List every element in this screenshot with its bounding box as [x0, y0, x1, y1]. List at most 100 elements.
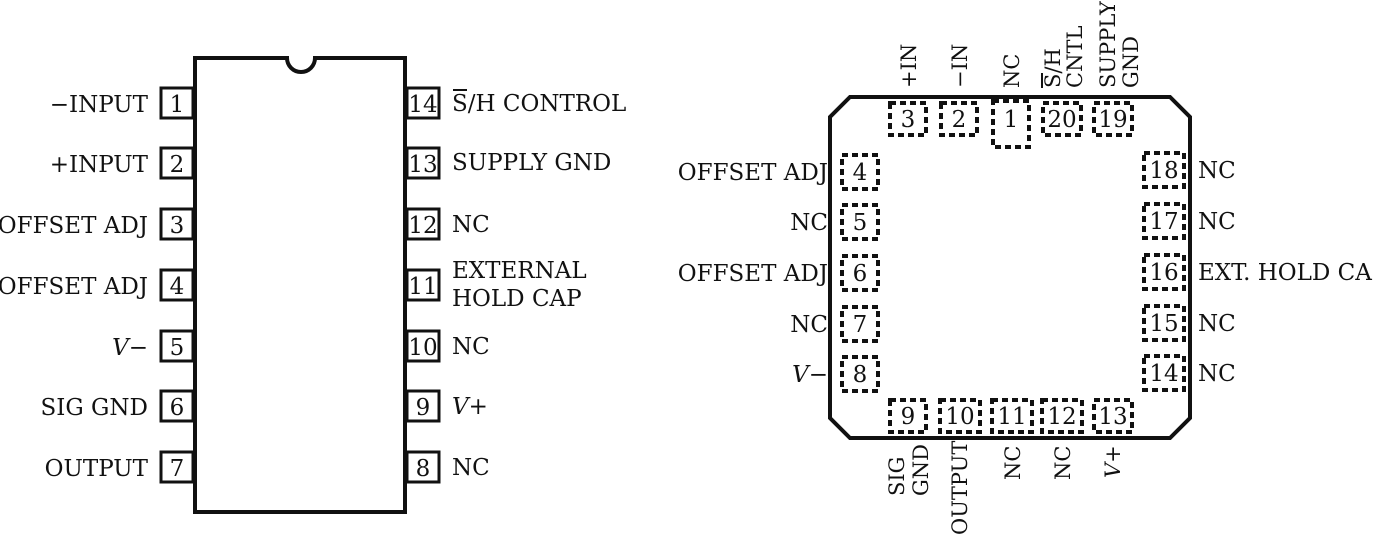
lcc-pin-label: V− — [792, 362, 828, 388]
dip-right-pin: 12 NC — [405, 207, 490, 241]
dip-pin-number: 14 — [408, 92, 437, 118]
lcc-bottom-pin: 9 SIG GND — [885, 398, 933, 496]
lcc-pin-label: NC — [1051, 446, 1075, 480]
lcc-pin-label: SUPPLY — [1096, 0, 1120, 88]
lcc-body — [828, 95, 1192, 440]
dip-pin-number: 11 — [408, 274, 437, 300]
lcc-pin-label: NC — [790, 312, 828, 338]
lcc-pin-number: 1 — [1004, 107, 1019, 133]
lcc-package: 3 +IN 2 −IN 1 NC 20 S/H CNTL 19 SUPPLY G… — [678, 0, 1373, 535]
lcc-pin-number: 10 — [945, 404, 974, 430]
lcc-pin-label: NC — [1198, 209, 1236, 235]
lcc-left-pin: 4 OFFSET ADJ — [678, 153, 880, 191]
dip-pin-label: OFFSET ADJ — [0, 213, 148, 239]
lcc-top-pin: 20 S/H CNTL — [1041, 26, 1087, 137]
dip-pin-number: 9 — [416, 395, 431, 421]
lcc-right-pin: 15 NC — [1142, 304, 1236, 342]
dip-pin-label: NC — [452, 334, 490, 360]
lcc-pin-label: NC — [1198, 311, 1236, 337]
lcc-pin-number: 4 — [853, 160, 868, 186]
lcc-pin-number: 17 — [1149, 209, 1178, 235]
dip-pin-number: 8 — [416, 456, 431, 482]
dip-pin-number: 5 — [170, 335, 185, 361]
lcc-pin-label-line2: GND — [909, 444, 933, 496]
lcc-pin-label: SIG — [885, 457, 909, 496]
lcc-top-pin: 1 NC — [991, 54, 1031, 149]
lcc-right-pin: 16 EXT. HOLD CAP — [1142, 253, 1373, 291]
dip-pin-label: SUPPLY GND — [452, 150, 611, 176]
lcc-left-pin: 7 NC — [790, 305, 880, 343]
lcc-pin-label: V+ — [1101, 445, 1125, 478]
lcc-pin-label: S/H — [1041, 48, 1065, 88]
lcc-bottom-pin: 12 NC — [1040, 398, 1084, 480]
dip-pin-number: 2 — [170, 152, 185, 178]
dip-left-pin: 7 OUTPUT — [45, 450, 195, 484]
lcc-pin-label: NC — [1198, 158, 1236, 184]
dip-pin-label: +INPUT — [50, 152, 149, 178]
dip-right-pin: 13 SUPPLY GND — [405, 146, 611, 180]
dip-pin-label: S/H CONTROL — [452, 91, 626, 117]
dip-right-pin: 8 NC — [405, 450, 490, 484]
lcc-bottom-pin: 13 V+ — [1092, 398, 1134, 478]
lcc-right-pin: 14 NC — [1142, 354, 1236, 392]
lcc-pin-label: +IN — [897, 44, 921, 88]
dip-pin-number: 1 — [170, 92, 185, 118]
dip-pin-number: 13 — [408, 152, 437, 178]
lcc-pin-number: 8 — [853, 362, 868, 388]
lcc-right-pin: 18 NC — [1142, 151, 1236, 189]
lcc-pin-label: NC — [790, 210, 828, 236]
dip-body — [193, 56, 407, 514]
lcc-pin-number: 18 — [1149, 158, 1178, 184]
lcc-pin-number: 14 — [1149, 361, 1178, 387]
lcc-bottom-pin: 11 NC — [990, 398, 1034, 480]
lcc-pin-number: 7 — [853, 312, 868, 338]
lcc-top-pin: 2 −IN — [939, 44, 979, 137]
lcc-pin-label: EXT. HOLD CAP — [1198, 260, 1373, 286]
lcc-pin-label: −IN — [948, 44, 972, 88]
lcc-top-pin: 19 SUPPLY GND — [1092, 0, 1143, 137]
lcc-pin-number: 12 — [1047, 404, 1076, 430]
lcc-pin-label: OFFSET ADJ — [678, 261, 828, 287]
lcc-pin-label-line2: GND — [1119, 36, 1143, 88]
lcc-top-pin: 3 +IN — [888, 44, 928, 137]
dip-left-pin: 4 OFFSET ADJ — [0, 268, 195, 302]
dip-pin-label: NC — [452, 212, 490, 238]
dip-pin-number: 6 — [170, 395, 185, 421]
dip-pin-label: NC — [452, 455, 490, 481]
dip-pin-label: V− — [112, 335, 148, 361]
dip-left-pin: 3 OFFSET ADJ — [0, 207, 195, 241]
lcc-pin-number: 6 — [853, 261, 868, 287]
lcc-pin-label: OFFSET ADJ — [678, 160, 828, 186]
dip-right-pin: 10 NC — [405, 329, 490, 363]
dip-pin-label: V+ — [452, 394, 488, 420]
lcc-pin-label: OUTPUT — [948, 441, 972, 535]
lcc-pin-number: 15 — [1149, 311, 1178, 337]
dip-pin-label-line2: HOLD CAP — [452, 286, 582, 312]
dip-right-pin: 11 EXTERNAL HOLD CAP — [405, 258, 587, 312]
dip-pin-label: −INPUT — [50, 92, 149, 118]
dip-left-pin: 2 +INPUT — [50, 146, 195, 180]
lcc-pin-number: 9 — [901, 404, 916, 430]
lcc-pin-number: 19 — [1098, 107, 1127, 133]
dip-pin-label: SIG GND — [41, 395, 148, 421]
dip-left-pin: 1 −INPUT — [50, 86, 195, 120]
dip-right-pin: 14 S/H CONTROL — [405, 86, 626, 120]
dip-pin-number: 7 — [170, 456, 185, 482]
dip-left-pin: 5 V− — [112, 329, 195, 363]
dip-pin-label: OFFSET ADJ — [0, 274, 148, 300]
dip-pin-label: OUTPUT — [45, 456, 149, 482]
lcc-pin-number: 3 — [901, 107, 916, 133]
lcc-pin-number: 11 — [997, 404, 1026, 430]
dip-left-pin: 6 SIG GND — [41, 389, 195, 423]
dip-right-pin: 9 V+ — [405, 389, 488, 423]
dip-pin-number: 4 — [170, 274, 185, 300]
lcc-left-pin: 6 OFFSET ADJ — [678, 254, 880, 292]
dip-pin-number: 12 — [408, 213, 437, 239]
lcc-pin-label: NC — [1001, 446, 1025, 480]
lcc-bottom-pin: 10 OUTPUT — [938, 398, 982, 535]
lcc-pin-number: 20 — [1047, 107, 1076, 133]
lcc-pin-number: 5 — [853, 210, 868, 236]
lcc-pin-label: NC — [1198, 361, 1236, 387]
